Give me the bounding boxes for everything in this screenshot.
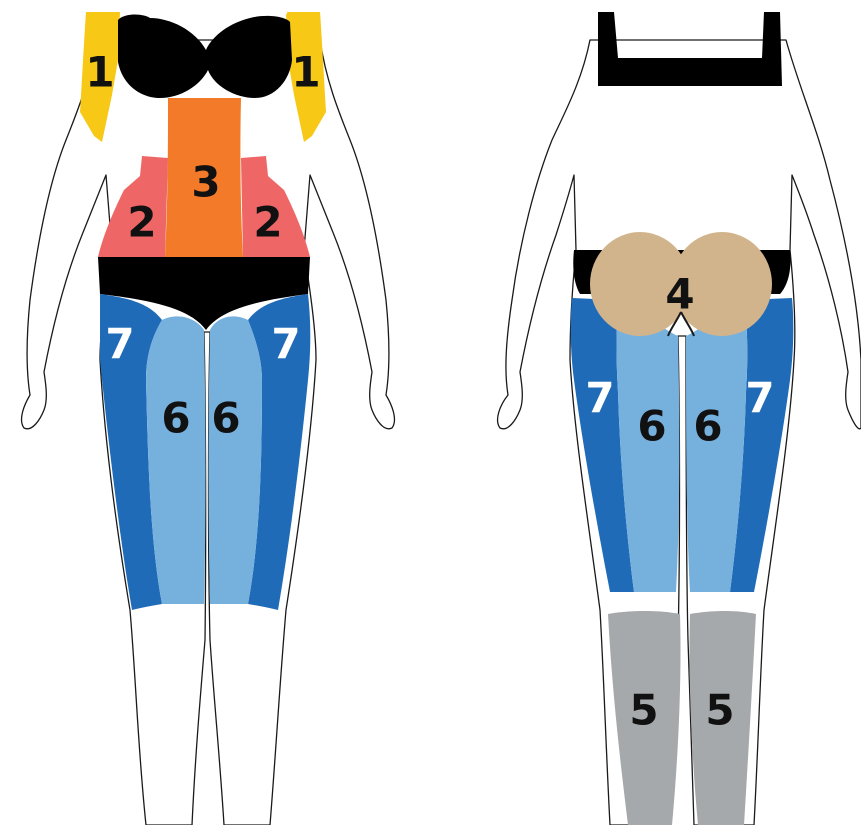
back-label-zone-7-left: 7 [585, 374, 614, 423]
front-label-zone-7-left: 7 [105, 320, 134, 369]
front-label-zone-1-right: 1 [291, 48, 320, 97]
back-label-zone-5-right: 5 [705, 686, 734, 735]
back-label-zone-6-left: 6 [637, 402, 666, 451]
front-bra-strap-right [284, 2, 286, 14]
front-label-zone-6-left: 6 [161, 394, 190, 443]
front-label-zone-2-right: 2 [253, 198, 282, 247]
back-label-zone-5-left: 5 [629, 686, 658, 735]
front-zone-6-right [209, 316, 263, 604]
back-label-zone-4: 4 [665, 270, 694, 319]
back-label-zone-7-right: 7 [745, 374, 774, 423]
front-label-zone-7-right: 7 [271, 320, 300, 369]
back-label-zone-6-right: 6 [693, 402, 722, 451]
front-label-zone-2-left: 2 [127, 198, 156, 247]
front-bra-strap-left [122, 2, 124, 14]
front-label-zone-1-left: 1 [85, 48, 114, 97]
front-figure: 1 1 2 2 3 7 7 6 6 [22, 2, 395, 825]
front-label-zone-6-right: 6 [211, 394, 240, 443]
front-label-zone-3: 3 [191, 158, 220, 207]
back-figure: 4 7 7 6 6 5 5 [498, 12, 861, 825]
